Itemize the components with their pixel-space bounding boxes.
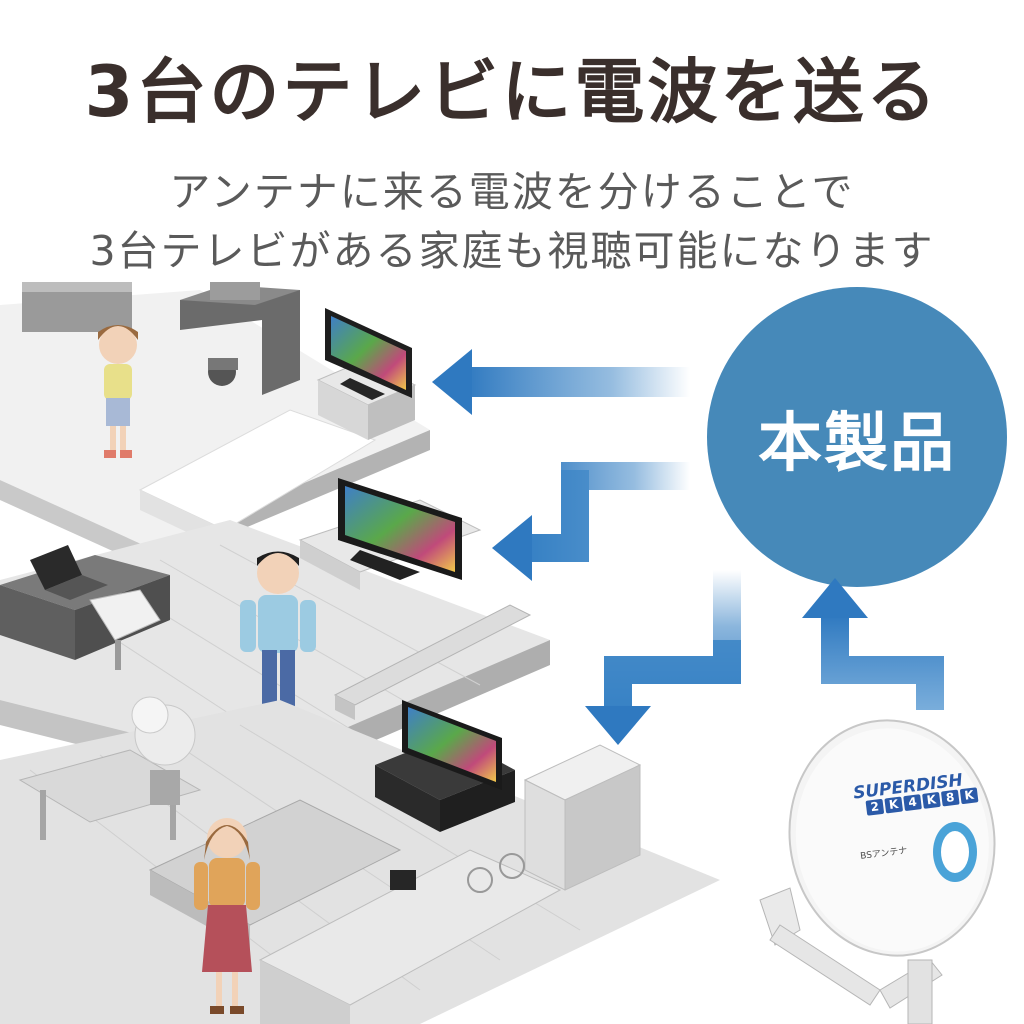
product-label: 本製品	[758, 406, 956, 481]
product-circle	[707, 287, 1007, 587]
signal-arrow-to-top-tv	[432, 349, 690, 415]
satellite-dish	[759, 719, 996, 1024]
badge-k: K	[959, 787, 979, 805]
subtitle-line-2: 3台テレビがある家庭も視聴可能になります	[89, 227, 935, 275]
badge-2: 2	[865, 798, 885, 816]
signal-arrow-to-bottom-tv	[585, 570, 741, 745]
tv-bottom-floor	[402, 700, 502, 790]
badge-8: 8	[940, 789, 960, 807]
page-title: 3台のテレビに電波を送る	[84, 51, 940, 133]
badge-k: K	[884, 796, 904, 814]
person-girl-top	[98, 325, 138, 458]
badge-k: K	[922, 791, 941, 809]
subtitle-line-1: アンテナに来る電波を分けることで	[169, 168, 855, 216]
tv-top-floor	[325, 308, 412, 400]
tv-middle-floor	[338, 478, 462, 580]
signal-arrow-from-dish	[802, 578, 944, 710]
badge-4: 4	[903, 794, 922, 812]
person-woman-bottom	[194, 818, 260, 1014]
signal-arrow-to-middle-tv	[492, 462, 690, 581]
floor-bottom	[0, 696, 720, 1024]
